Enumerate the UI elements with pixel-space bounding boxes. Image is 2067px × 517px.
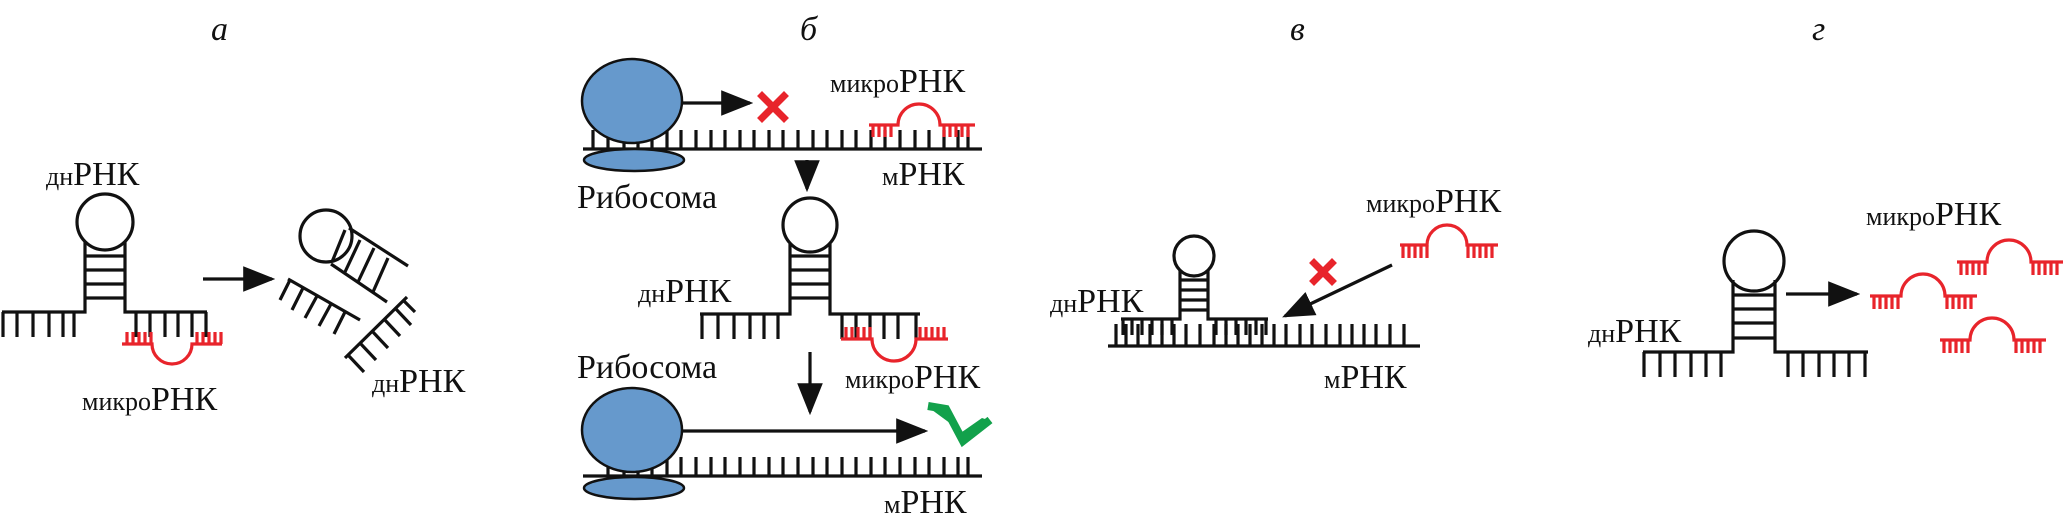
label-microrna-d: микроРНК bbox=[1866, 196, 2001, 233]
panel-letter-c: в bbox=[1290, 11, 1305, 48]
microrna-b-mid bbox=[841, 327, 948, 363]
panel-a: а днРНК микроРНК bbox=[1, 11, 466, 418]
ribosome-large-subunit-bottom bbox=[580, 386, 684, 474]
binding-arrow-blocked bbox=[1282, 263, 1393, 318]
microrna-a bbox=[122, 332, 223, 366]
panel-letter-a: а bbox=[211, 11, 228, 48]
label-microrna-a: микроРНК bbox=[82, 381, 217, 418]
label-dnrna-a-top: днРНК bbox=[46, 156, 140, 193]
label-microrna-b-top: микроРНК bbox=[830, 63, 965, 100]
panel-c: в днРНК микроРНК мРНК bbox=[1050, 11, 1501, 396]
degraded-dnrna-a bbox=[278, 208, 417, 374]
label-dnrna-b: днРНК bbox=[638, 273, 732, 310]
green-check-icon bbox=[927, 402, 993, 448]
dnrna-hairpin-a bbox=[1, 192, 208, 337]
panel-letter-d: г bbox=[1812, 11, 1825, 48]
red-x-icon bbox=[757, 91, 789, 123]
microrna-d-2 bbox=[1870, 272, 1977, 309]
dnrna-hairpin-d bbox=[1642, 229, 1868, 377]
label-microrna-b-bottom: микроРНК bbox=[845, 359, 980, 396]
red-x-icon bbox=[1309, 258, 1337, 286]
dnrna-hairpin-c bbox=[1121, 234, 1268, 335]
panel-d: г днРНК микроРНК bbox=[1588, 11, 2063, 377]
label-ribosome-b-top: Рибосома bbox=[577, 179, 717, 216]
microrna-c bbox=[1400, 223, 1498, 258]
panel-letter-b: б bbox=[800, 11, 819, 48]
label-mrna-b-top: мРНК bbox=[882, 156, 965, 193]
ribosome-small-subunit-bottom bbox=[582, 475, 686, 501]
label-mrna-b-bottom: мРНК bbox=[884, 484, 967, 517]
label-mrna-c: мРНК bbox=[1324, 359, 1407, 396]
microrna-d-3 bbox=[1940, 316, 2046, 353]
mrna-c bbox=[1108, 324, 1420, 348]
dnrna-hairpin-b bbox=[700, 196, 920, 339]
label-microrna-c: микроРНК bbox=[1366, 183, 1501, 220]
microrna-b-top bbox=[869, 102, 975, 137]
panel-b: б микроРНК мРНК Рибосома bbox=[577, 11, 993, 517]
label-ribosome-b-bottom: Рибосома bbox=[577, 349, 717, 386]
label-dnrna-a-bottom: днРНК bbox=[372, 363, 466, 400]
ribosome-large-subunit-top bbox=[580, 57, 684, 145]
microrna-d-1 bbox=[1957, 238, 2063, 275]
label-dnrna-c: днРНК bbox=[1050, 283, 1144, 320]
label-dnrna-d: днРНК bbox=[1588, 313, 1682, 350]
ribosome-small-subunit-top bbox=[582, 147, 686, 173]
